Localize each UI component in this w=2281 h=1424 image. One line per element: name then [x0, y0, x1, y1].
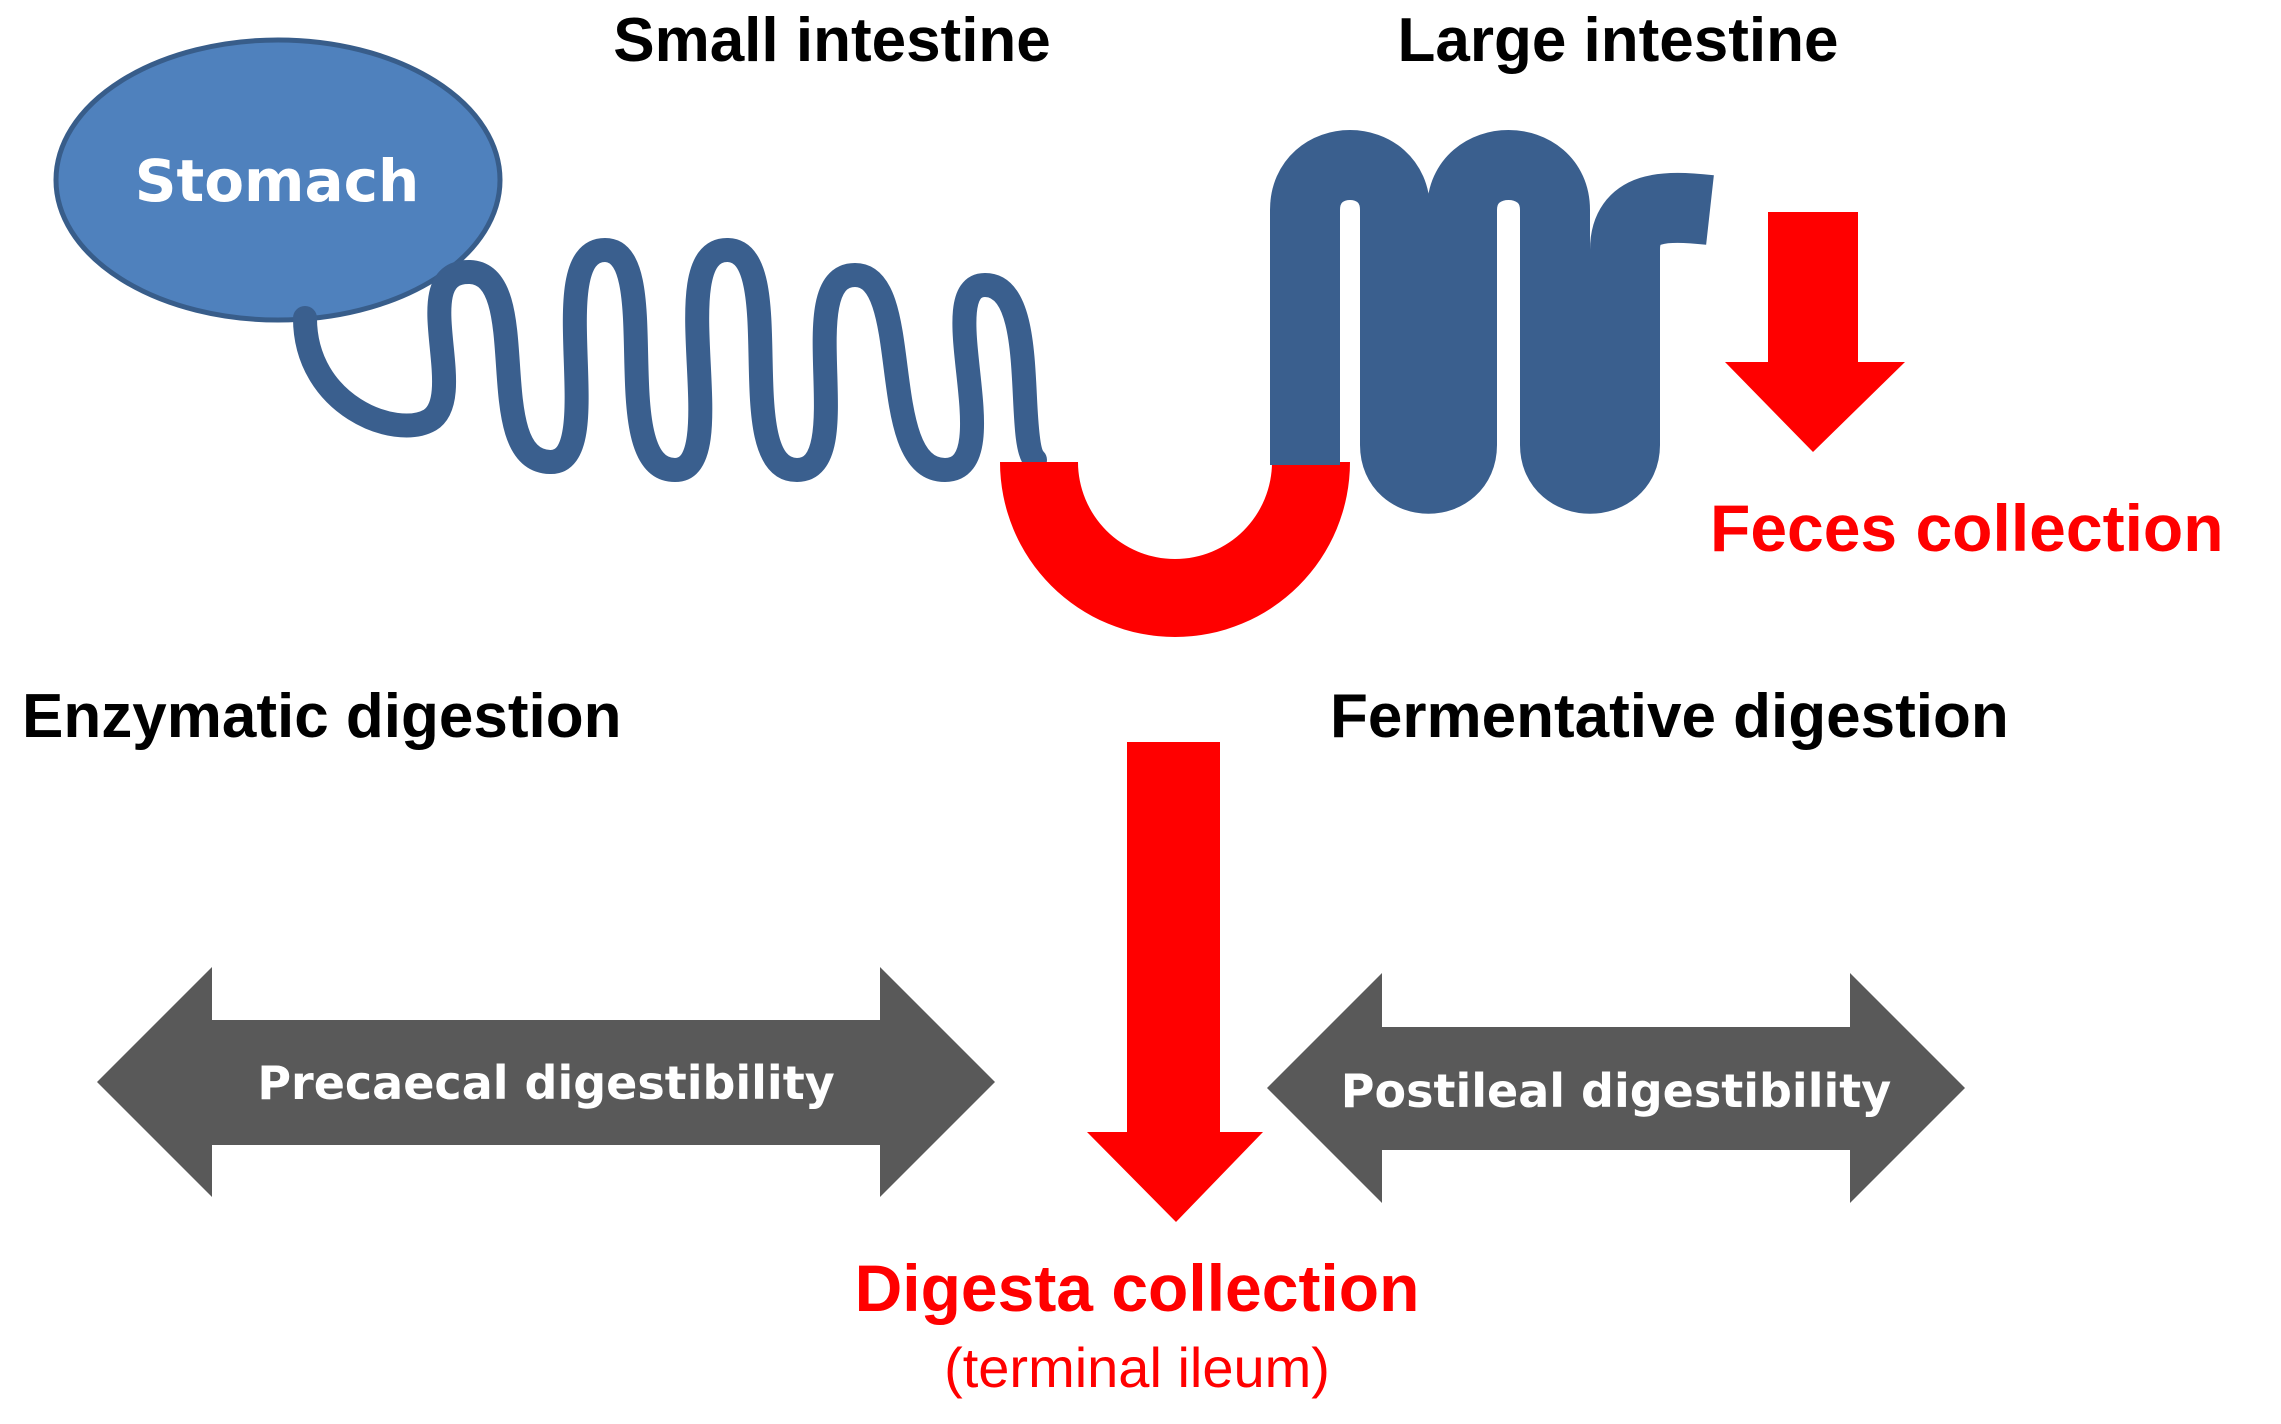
small-intestine-tube [293, 237, 1047, 482]
feces-collection-label: Feces collection [1710, 491, 2224, 565]
fermentative-digestion-label: Fermentative digestion [1330, 682, 2009, 751]
feces-collection-arrow [1725, 212, 1905, 452]
digesta-collection-label: Digesta collection [854, 1251, 1420, 1325]
stomach-label: Stomach [134, 147, 420, 215]
precaecal-double-arrow [97, 967, 995, 1197]
digesta-collection-arrow [1087, 742, 1263, 1222]
postileal-digestibility-label: Postileal digestibility [1340, 1064, 1892, 1118]
large-intestine-tube [1270, 130, 1714, 514]
postileal-double-arrow [1267, 973, 1965, 1203]
terminal-ileum-shape [1000, 462, 1350, 637]
large-intestine-label: Large intestine [1397, 6, 1839, 75]
small-intestine-label: Small intestine [613, 6, 1051, 75]
enzymatic-digestion-label: Enzymatic digestion [22, 682, 622, 751]
stomach-shape [53, 37, 503, 323]
terminal-ileum-label: (terminal ileum) [944, 1336, 1330, 1399]
precaecal-digestibility-label: Precaecal digestibility [257, 1056, 835, 1110]
